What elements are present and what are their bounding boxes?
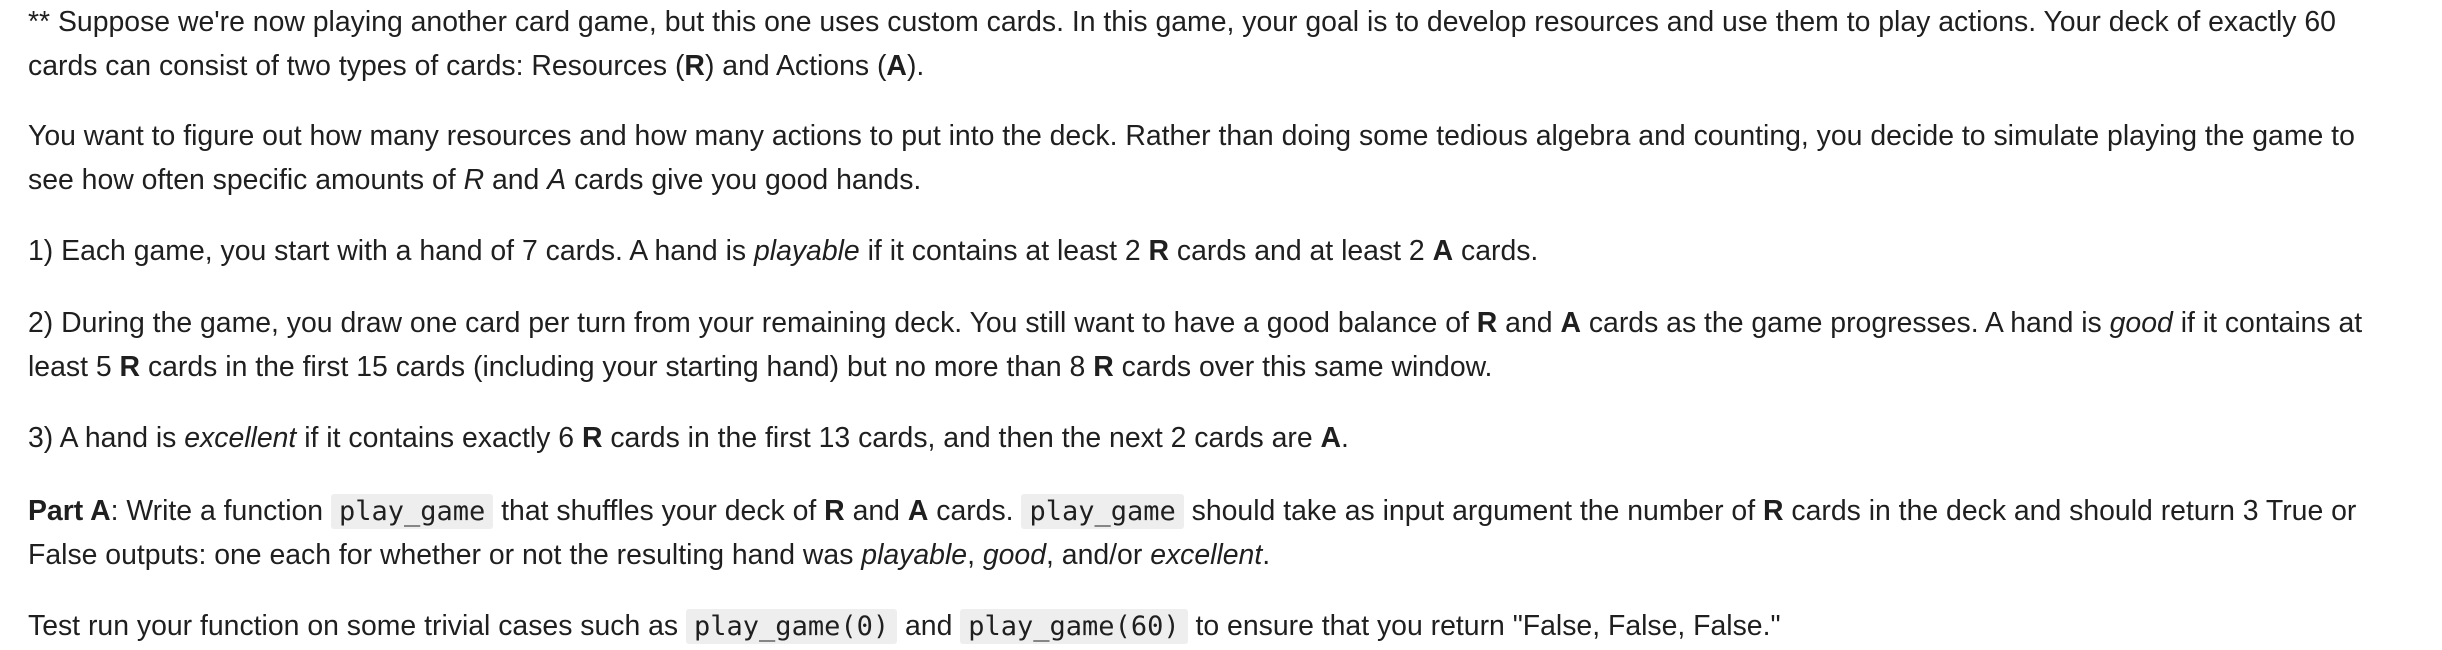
function-name-code: play_game [330, 494, 494, 529]
rule-1: 1) Each game, you start with a hand of 7… [28, 229, 1538, 273]
rule-2-line-1: 2) During the game, you draw one card pe… [28, 301, 2362, 345]
part-a-label: Part A [28, 495, 111, 527]
motivation-text: You want to figure out how many resource… [28, 120, 2355, 152]
intro-text: ). [906, 50, 925, 82]
part-a-line-1: Part A: Write a function play_game that … [28, 489, 2356, 534]
rule-text: least 5 [28, 351, 120, 383]
rule-2-line-2: least 5 R cards in the first 15 cards (i… [28, 345, 1492, 389]
part-a-text: , [967, 539, 983, 571]
resource-term: R [1476, 307, 1498, 339]
rule-text: 2) During the game, you draw one card pe… [28, 307, 1477, 339]
playable-term: playable [753, 235, 860, 267]
motivation-line-2: see how often specific amounts of R and … [28, 158, 921, 202]
action-term: A [1320, 422, 1342, 454]
part-a-text: cards in the deck and should return 3 Tr… [1783, 495, 2357, 527]
test-text: and [897, 610, 961, 642]
rule-text: cards over this same window. [1113, 351, 1493, 383]
part-a-text: False outputs: one each for whether or n… [28, 539, 862, 571]
test-text: Test run your function on some trivial c… [28, 610, 687, 642]
rule-text: if it contains exactly 6 [296, 422, 582, 454]
rule-text: cards and at least 2 [1169, 235, 1433, 267]
part-a-text: should take as input argument the number… [1183, 495, 1763, 527]
part-a-text: that shuffles your deck of [493, 495, 825, 527]
part-a-line-2: False outputs: one each for whether or n… [28, 533, 1270, 577]
test-instructions: Test run your function on some trivial c… [28, 604, 1781, 649]
excellent-term: excellent [1150, 539, 1263, 571]
resource-term: R [684, 50, 705, 82]
intro-line-2: cards can consist of two types of cards:… [28, 44, 924, 88]
action-var: A [547, 164, 567, 196]
action-term: A [1560, 307, 1581, 339]
resource-term: R [1148, 235, 1170, 267]
rule-text: if it contains at [2172, 307, 2363, 339]
part-a-text: cards. [928, 495, 1022, 527]
good-term: good [2109, 307, 2173, 339]
motivation-line-1: You want to figure out how many resource… [28, 114, 2355, 158]
resource-term: R [1762, 495, 1784, 527]
rule-3: 3) A hand is excellent if it contains ex… [28, 416, 1349, 460]
rule-text: 1) Each game, you start with a hand of 7… [28, 235, 754, 267]
motivation-text: cards give you good hands. [566, 164, 922, 196]
function-name-code: play_game [1021, 494, 1184, 529]
resource-term: R [824, 495, 845, 527]
resource-term: R [581, 422, 603, 454]
part-a-text: : Write a function [110, 495, 331, 527]
part-a-text: . [1262, 539, 1271, 571]
intro-text: cards can consist of two types of cards:… [28, 50, 685, 82]
excellent-term: excellent [184, 422, 297, 454]
rule-text: 3) A hand is [28, 422, 185, 454]
test-call-code: play_game(60) [960, 609, 1188, 644]
intro-line-1: ** Suppose we're now playing another car… [28, 0, 2336, 44]
intro-text: ) and Actions ( [704, 50, 887, 82]
rule-text: cards. [1453, 235, 1539, 267]
test-text: to ensure that you return "False, False,… [1187, 610, 1781, 642]
resource-term: R [119, 351, 141, 383]
action-term: A [907, 495, 929, 527]
action-term: A [886, 50, 907, 82]
part-a-text: and [844, 495, 908, 527]
motivation-text: and [484, 164, 548, 196]
good-term: good [982, 539, 1047, 571]
resource-term: R [1093, 351, 1114, 383]
rule-text: if it contains at least 2 [859, 235, 1149, 267]
rule-text: and [1497, 307, 1561, 339]
rule-text: cards in the first 15 cards (including y… [140, 351, 1094, 383]
test-call-code: play_game(0) [686, 609, 898, 644]
rule-text: cards as the game progresses. A hand is [1580, 307, 2110, 339]
part-a-text: , and/or [1046, 539, 1151, 571]
rule-text: cards in the first 13 cards, and then th… [602, 422, 1321, 454]
rule-text: . [1341, 422, 1349, 454]
playable-term: playable [861, 539, 968, 571]
action-term: A [1432, 235, 1454, 267]
motivation-text: see how often specific amounts of [28, 164, 464, 196]
resource-var: R [463, 164, 485, 196]
intro-text: ** Suppose we're now playing another car… [28, 6, 2336, 38]
